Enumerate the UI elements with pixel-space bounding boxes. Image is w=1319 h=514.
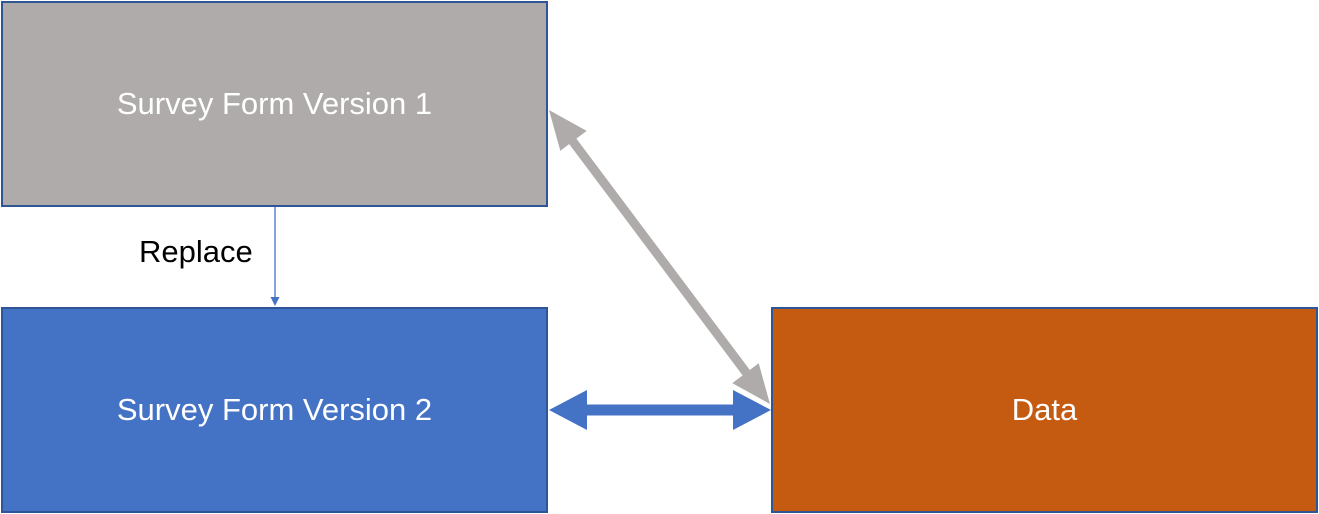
replace-arrowhead xyxy=(270,297,280,306)
survey-form-version-1-label: Survey Form Version 1 xyxy=(116,86,433,121)
replace-connector xyxy=(270,207,280,306)
data-arrowhead-gray xyxy=(732,363,770,404)
survey-form-version-1-node: Survey Form Version 1 xyxy=(1,1,548,207)
replace-connector-label: Replace xyxy=(139,234,253,269)
survey-form-version-2-node: Survey Form Version 2 xyxy=(1,307,548,513)
data-node: Data xyxy=(771,307,1318,513)
form-v1-data-connector xyxy=(549,110,770,404)
form-v1-arrowhead xyxy=(549,110,587,151)
form-v2-data-connector xyxy=(549,390,771,430)
data-label: Data xyxy=(1011,392,1078,427)
data-arrowhead-blue xyxy=(733,390,771,430)
form-v2-arrowhead xyxy=(549,390,587,430)
survey-form-version-2-label: Survey Form Version 2 xyxy=(116,392,433,427)
